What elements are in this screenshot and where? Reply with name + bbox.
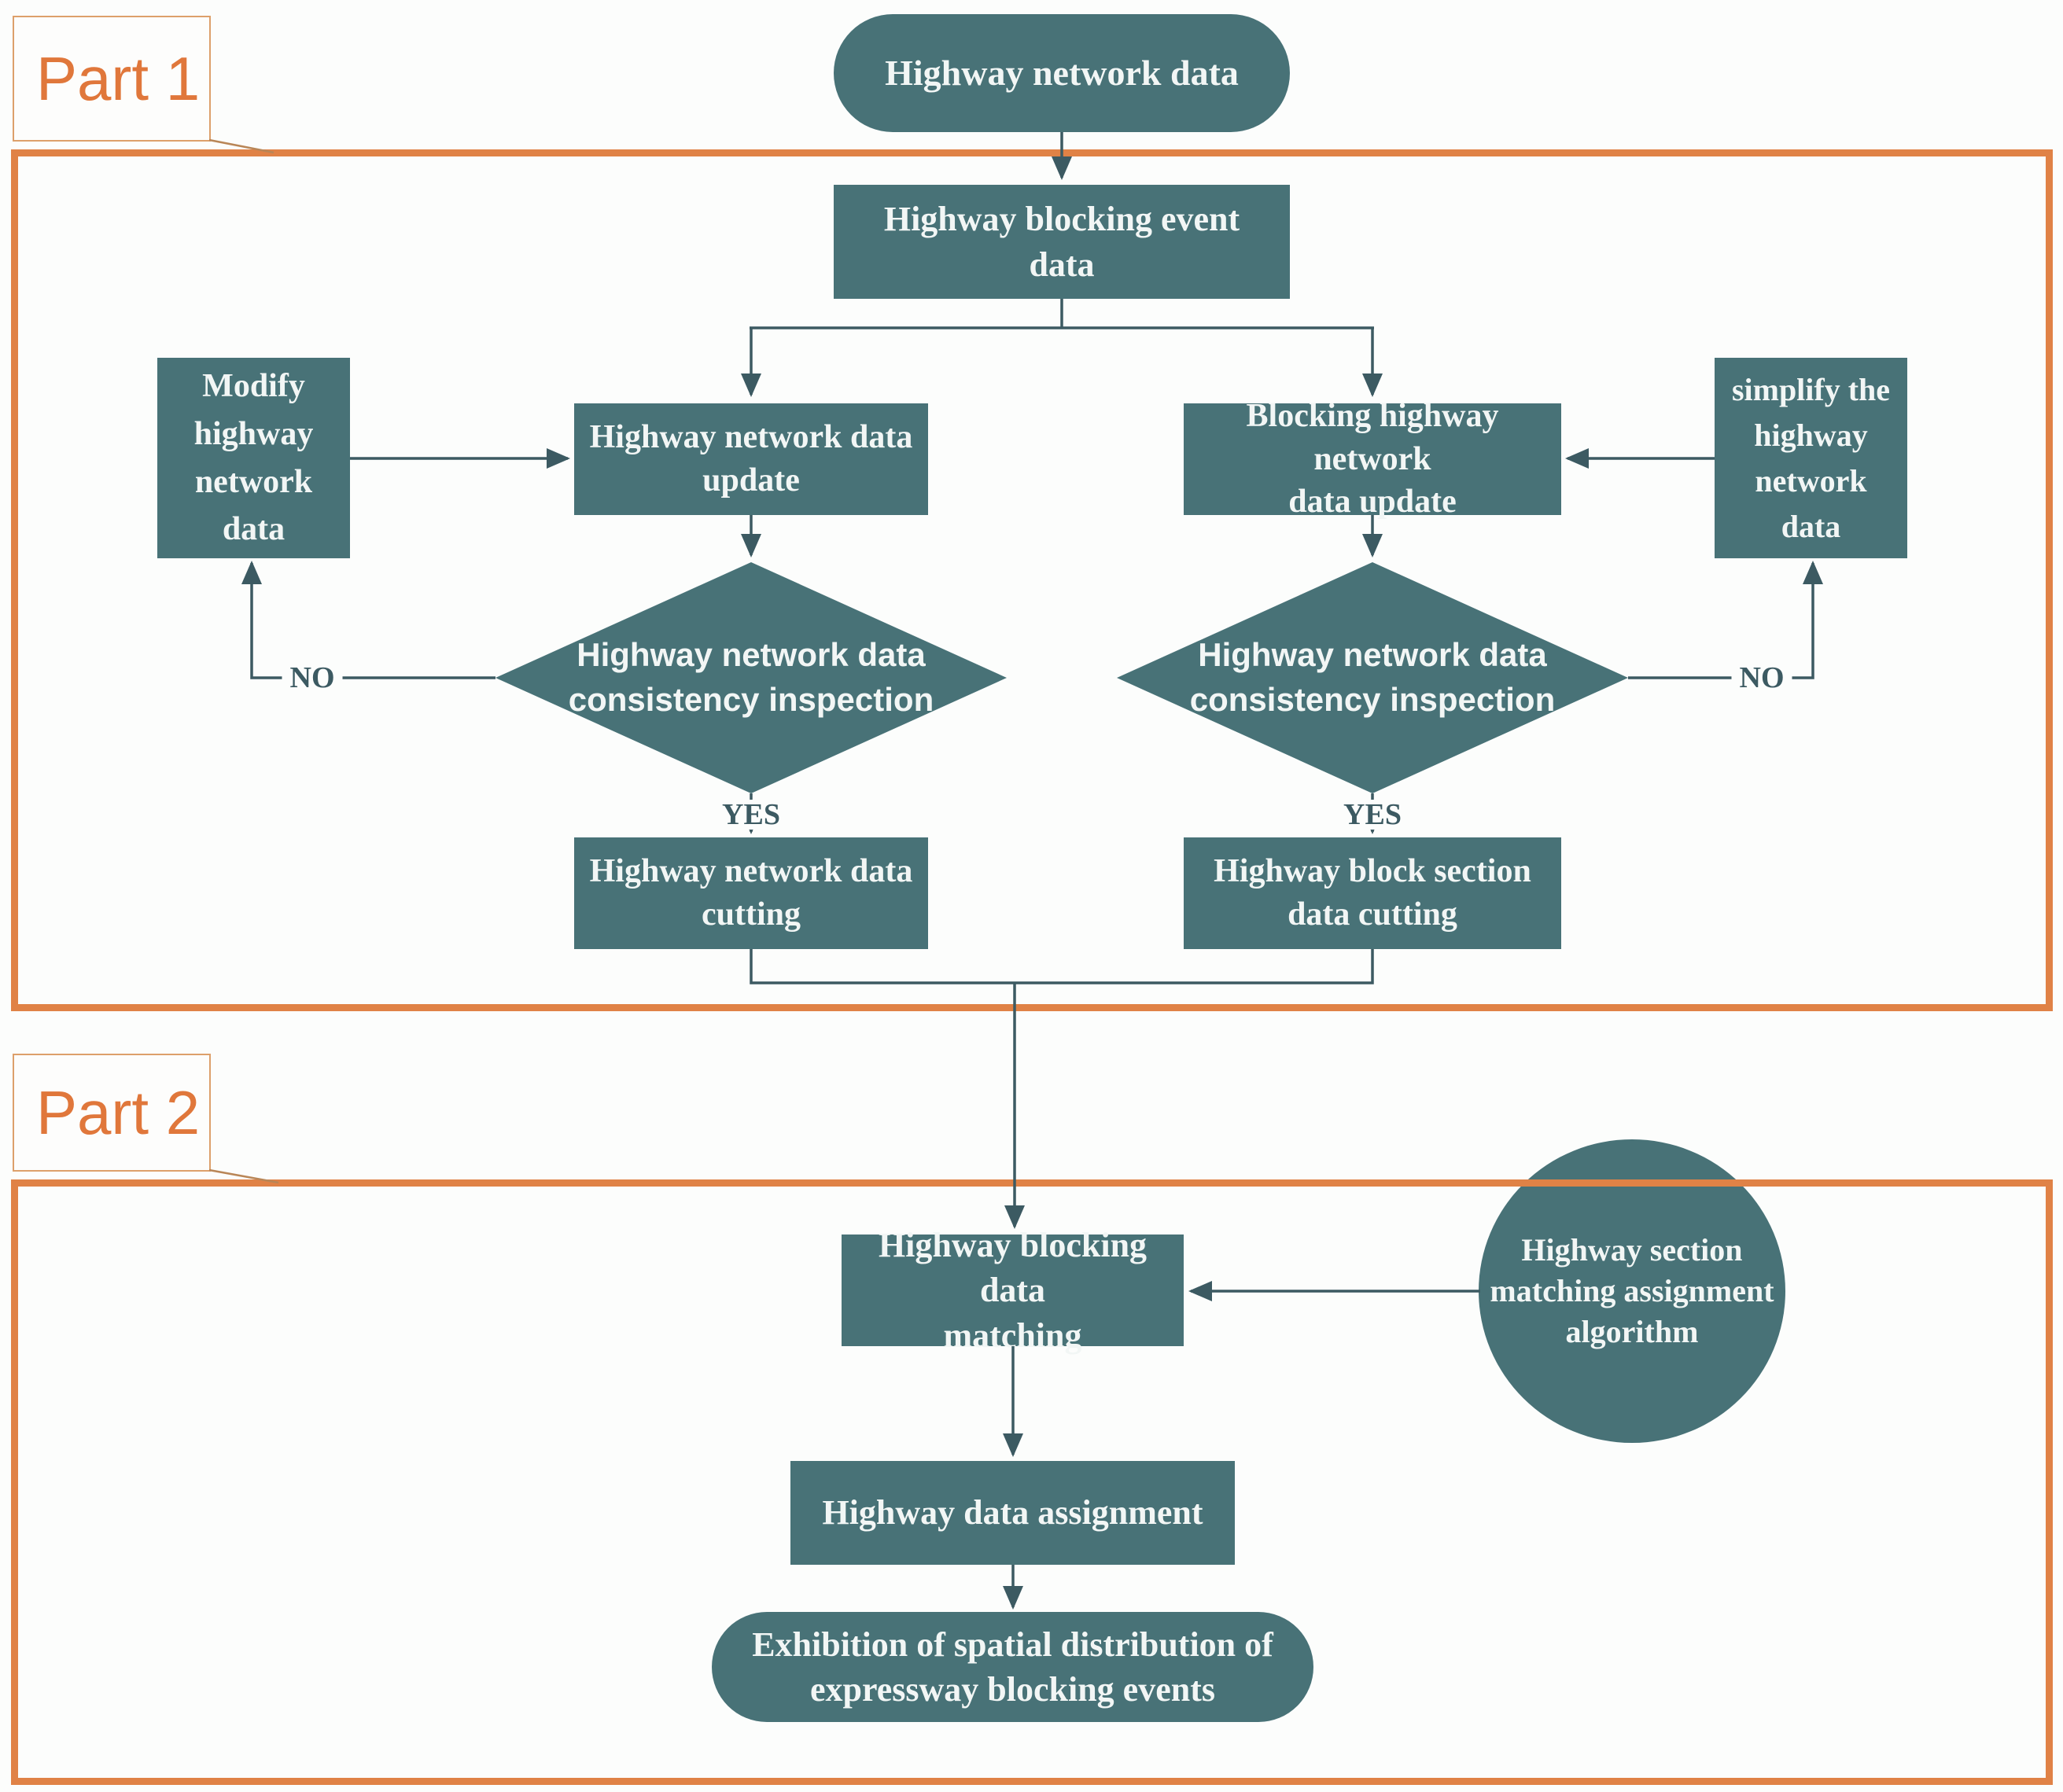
label-yes-left: YES bbox=[714, 800, 788, 830]
node-blocking-highway-network-data-update: Blocking highway network data update bbox=[1184, 398, 1561, 520]
node-modify-highway-network-data: Modify highway network data bbox=[157, 358, 350, 558]
edge-cutting-right-merge bbox=[1015, 949, 1374, 984]
node-highway-data-assignment: Highway data assignment bbox=[790, 1461, 1235, 1565]
part2-label-leader bbox=[208, 1168, 279, 1184]
part2-frame bbox=[11, 1179, 2053, 1785]
part1-label-leader bbox=[208, 138, 274, 154]
part1-frame bbox=[11, 149, 2053, 1011]
node-highway-block-section-data-cutting: Highway block section data cutting bbox=[1184, 837, 1561, 949]
node-highway-network-data-cutting: Highway network data cutting bbox=[574, 837, 928, 949]
node-highway-blocking-event-data: Highway blocking event data bbox=[834, 185, 1290, 299]
label-no-left: NO bbox=[282, 663, 343, 693]
edge-cutting-left-merge bbox=[750, 949, 1015, 984]
node-matching-assignment-algorithm: Highway section matching assignment algo… bbox=[1479, 1139, 1785, 1443]
node-simplify-highway-network-data: simplify the highway network data bbox=[1715, 358, 1907, 558]
node-exhibition-spatial-distribution: Exhibition of spatial distribution of ex… bbox=[712, 1612, 1313, 1722]
edge-no-right bbox=[1628, 561, 1823, 679]
part1-label: Part 1 bbox=[13, 16, 211, 142]
edge-no-left bbox=[241, 561, 495, 679]
label-no-right: NO bbox=[1731, 663, 1792, 693]
label-yes-right: YES bbox=[1335, 800, 1409, 830]
part2-label: Part 2 bbox=[13, 1054, 211, 1172]
node-highway-network-data: Highway network data bbox=[834, 14, 1290, 132]
node-highway-network-data-update: Highway network data update bbox=[574, 403, 928, 515]
